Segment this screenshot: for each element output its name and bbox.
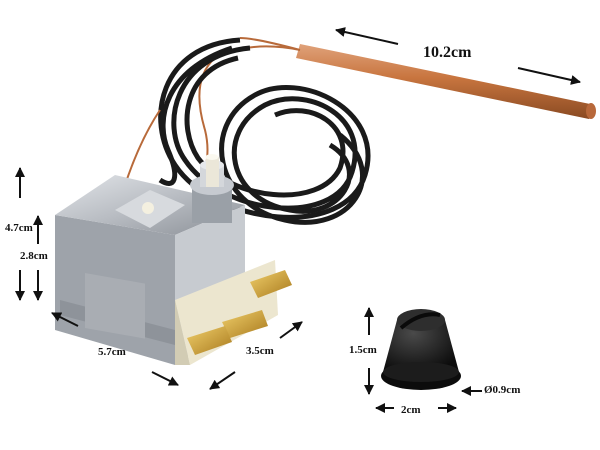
body-depth-label: 3.5cm <box>246 345 274 357</box>
bulb-length-arrow-right <box>517 67 581 85</box>
mounting-bracket <box>115 190 185 228</box>
knob-height-label: 1.5cm <box>349 344 377 356</box>
terminals <box>187 270 292 355</box>
copper-lead <box>124 109 161 186</box>
width-arrow-right <box>151 371 179 386</box>
dimension-arrows <box>15 27 581 413</box>
shaft-diameter-label: Ø0.9cm <box>484 384 521 396</box>
copper-bulb <box>296 44 596 119</box>
control-knob <box>381 309 461 390</box>
body-lower-height-label: 2.8cm <box>20 250 48 262</box>
bulb-length-arrow-left <box>335 27 399 45</box>
body-height-label: 4.7cm <box>5 222 33 234</box>
rating-label <box>85 272 145 339</box>
width-arrow-left <box>51 312 79 327</box>
knob-width-label: 2cm <box>401 404 421 416</box>
control-shaft <box>190 154 234 223</box>
bulb-length-label: 10.2cm <box>423 44 472 61</box>
capillary-cable-coil <box>158 37 371 225</box>
body-width-label: 5.7cm <box>98 346 126 358</box>
depth-arrow-up <box>279 321 303 339</box>
depth-arrow-down <box>209 371 236 390</box>
